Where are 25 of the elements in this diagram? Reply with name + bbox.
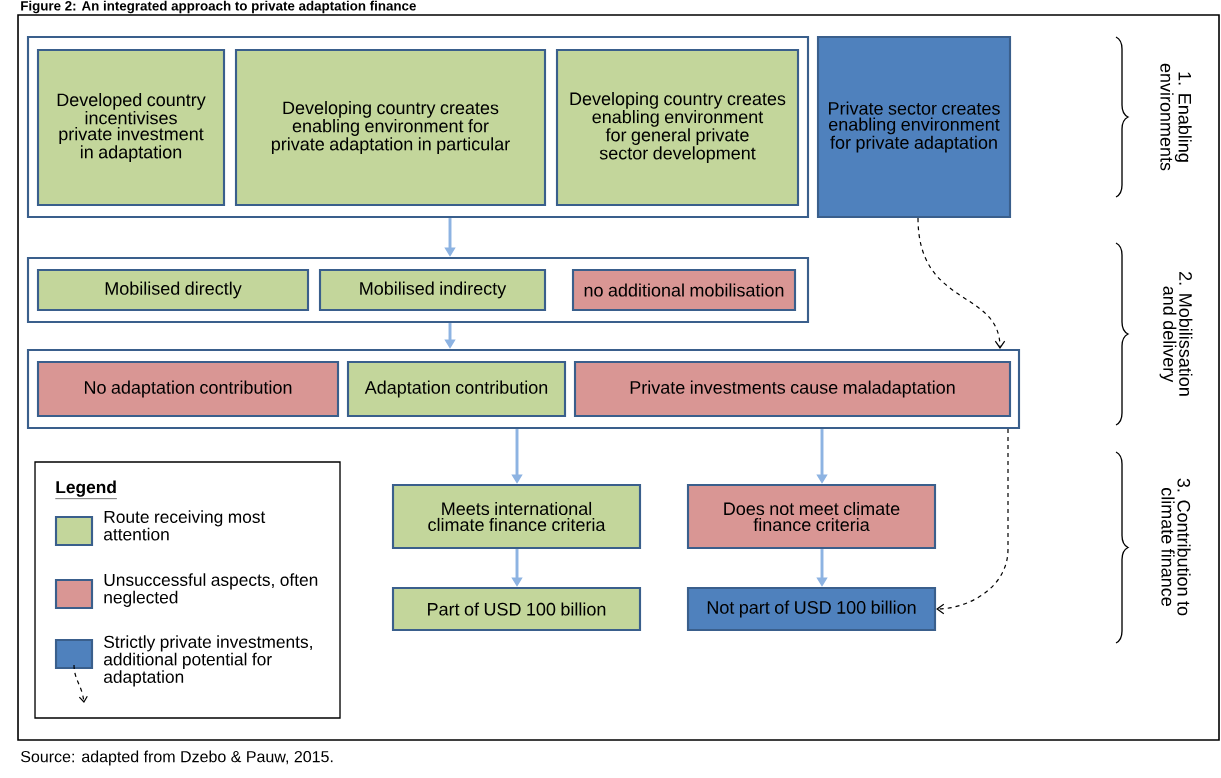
process-box: Adaptation contribution [346, 360, 567, 418]
process-box: no additional mobilisation [571, 268, 797, 312]
process-box: Private investments cause maladaptation [573, 360, 1012, 418]
arrow [936, 428, 1009, 615]
process-box: Developing country creates enabling environment for general private sector development [555, 48, 800, 207]
arrow [917, 217, 1006, 349]
process-box: No adaptation contribution [36, 360, 340, 418]
process-box: Meets international climate finance criteria [391, 483, 642, 550]
process-box: Mobilised directly [36, 268, 310, 312]
phase-label: 1. Enabling environments [1160, 63, 1192, 171]
legend-text: Strictly private investments, additional potential for adaptation [104, 635, 312, 687]
process-box: Mobilised indirecty [318, 268, 547, 312]
phase-label: 2. Mobilissation and delivery [1159, 272, 1193, 396]
process-box: Does not meet climate finance criteria [686, 483, 937, 550]
caption: Source: adapted from Dzebo & Pauw, 2015. [21, 750, 333, 766]
process-box: Part of USD 100 billion [391, 586, 642, 632]
phase-label: 3. Contribution to climate finance [1161, 478, 1191, 616]
process-box: Not part of USD 100 billion [686, 586, 937, 632]
legend-heading: Legend [55, 480, 118, 499]
process-box: Developed country incentivises private investment in adaptation [36, 48, 226, 207]
process-box: Private sector creates enabling environment for private adaptation [816, 35, 1012, 219]
legend-text: Route receiving most attention [104, 510, 266, 541]
process-box: Developing country creates enabling environment for private adaptation in particular [234, 48, 547, 207]
title: Figure 2: An integrated approach to private adaptation finance [21, 0, 416, 14]
legend-text: Unsuccessful aspects, often neglected [104, 573, 318, 607]
